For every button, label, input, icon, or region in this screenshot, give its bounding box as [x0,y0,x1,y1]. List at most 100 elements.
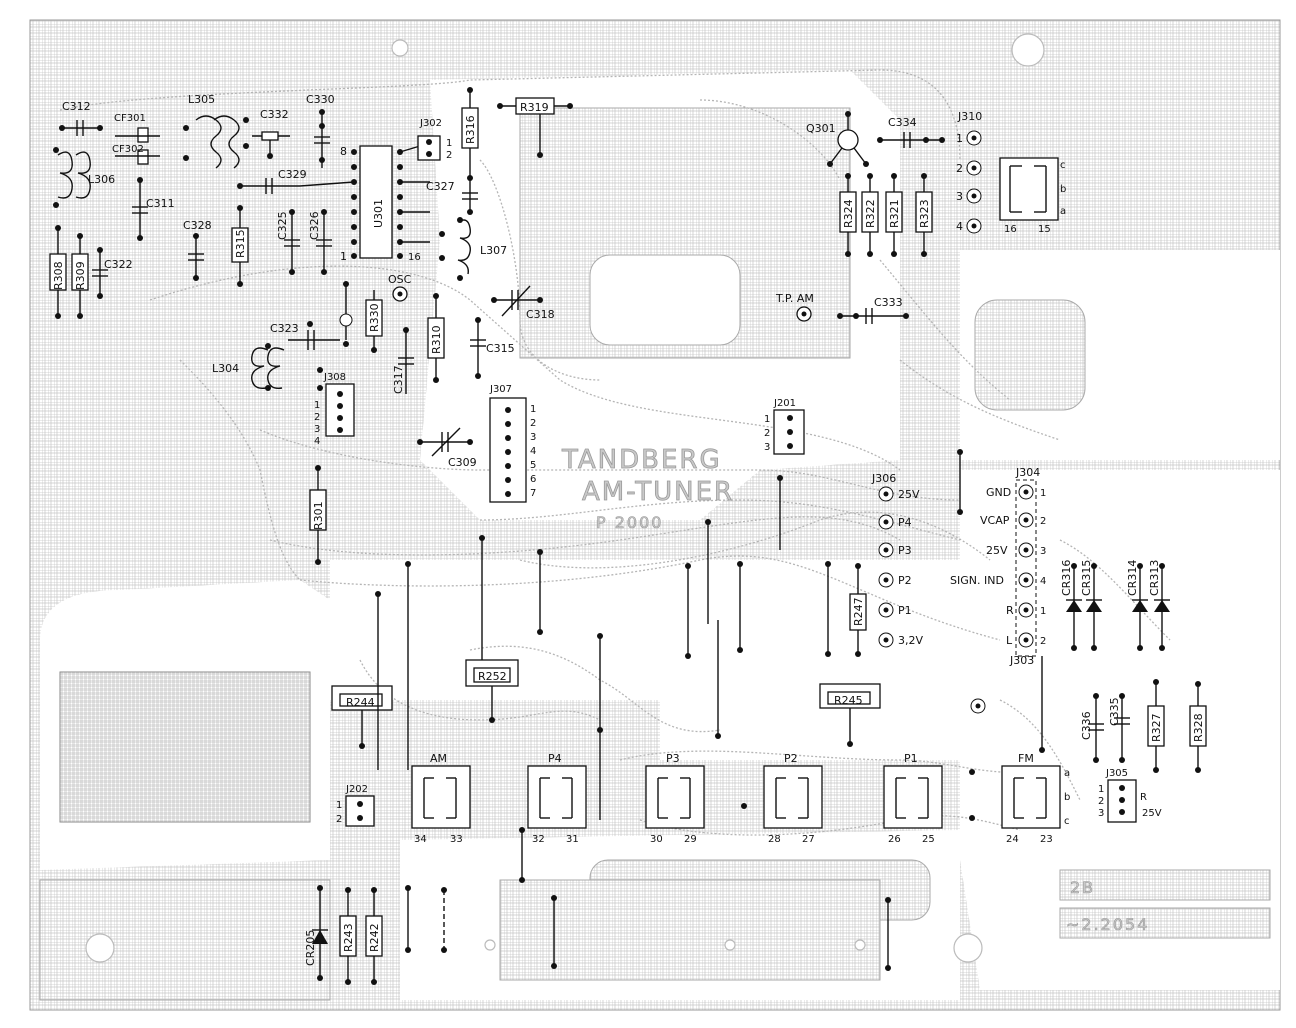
label-c332: C332 [260,108,289,121]
j306-pad-p2: P2 [878,572,912,588]
svg-text:a: a [1064,768,1070,779]
label-cr314: CR314 [1126,560,1139,596]
capacitor-c309: C309 [417,427,477,469]
svg-text:VCAP: VCAP [980,514,1010,527]
svg-text:3: 3 [956,190,963,203]
svg-text:7: 7 [530,488,536,499]
svg-text:1: 1 [1098,784,1104,795]
switch-p2: P2 28 27 [763,752,823,845]
svg-text:P1: P1 [898,604,912,617]
label-osc: OSC [388,273,412,286]
svg-text:31: 31 [566,834,579,845]
label-r323: R323 [918,199,931,228]
label-cr205: CR205 [304,930,317,966]
diode-cr315: CR315 [1080,560,1102,651]
svg-text:SIGN. IND: SIGN. IND [950,574,1004,587]
svg-text:R: R [1006,604,1014,617]
pad-right-single [970,698,986,714]
testpoint-tp-am: T.P. AM [775,292,814,322]
capacitor-c326: C326 [308,209,332,275]
label-r319: R319 [520,101,549,114]
resistor-r243: R243 [339,887,357,985]
label-c312: C312 [62,100,91,113]
title-line3: P 2000 [596,513,663,532]
svg-text:32: 32 [532,834,545,845]
jack-j307: J307 1 2 3 4 5 6 7 [489,384,536,503]
label-r309: R309 [74,261,87,290]
svg-text:2: 2 [1040,516,1046,527]
svg-text:3,2V: 3,2V [898,634,923,647]
switch-p4: P4 32 31 [527,752,587,845]
jack-j305: J305 1 2 3 R 25V [1098,768,1162,823]
label-cr313: CR313 [1148,560,1161,596]
label-c311: C311 [146,197,175,210]
label-r247: R247 [852,597,865,626]
hole-top-right [1011,33,1045,67]
svg-text:L: L [1006,634,1013,647]
label-j302: J302 [419,118,442,129]
label-r316: R316 [464,115,477,144]
capacitor-c329: C329 [237,168,307,194]
capacitor-c335: C335 [1108,693,1130,763]
title-line1: TANDBERG [561,445,722,475]
resistor-r301: R301 [309,465,327,565]
resistor-r308: R308 [49,225,67,319]
capacitor-c323: C323 [270,321,349,350]
svg-text:R: R [1140,792,1147,803]
label-c333: C333 [874,296,903,309]
svg-text:2: 2 [314,412,320,423]
svg-text:2: 2 [764,428,770,439]
svg-text:3: 3 [530,432,536,443]
label-j306: J306 [871,472,896,485]
label-j307: J307 [489,384,512,395]
inductor-l305: L305 [183,93,249,169]
label-c309: C309 [448,456,477,469]
svg-text:2: 2 [530,418,536,429]
svg-text:25V: 25V [898,488,920,501]
ic-pin-8: 8 [340,145,347,158]
svg-text:1: 1 [336,800,342,811]
resistor-r244: R244 [331,685,393,749]
jumper-wires [375,449,975,971]
label-j304: J304 [1015,466,1040,479]
label-j310: J310 [957,110,982,123]
label-r310: R310 [430,325,443,354]
title-line2: AM-TUNER [582,477,734,507]
j306-pad-25v: 25V [878,486,920,502]
label-switch-p2: P2 [784,752,798,765]
label-tp-am: T.P. AM [775,292,814,305]
label-c334: C334 [888,116,917,129]
svg-text:2: 2 [1098,796,1104,807]
resistor-r328: R328 [1189,681,1207,773]
svg-text:2: 2 [446,150,452,161]
resistor-r242: R242 [365,887,383,985]
svg-text:28: 28 [768,834,781,845]
svg-text:16: 16 [1004,224,1017,235]
capacitor-c318: C318 [491,285,555,321]
label-c330: C330 [306,93,335,106]
board-title: TANDBERG AM-TUNER P 2000 2B ~2.2054 [561,445,1148,935]
svg-text:1: 1 [1040,606,1046,617]
svg-text:23: 23 [1040,834,1053,845]
label-r330: R330 [368,303,381,332]
svg-text:GND: GND [986,486,1011,499]
label-switch-am: AM [430,752,447,765]
diode-cr316: CR316 [1060,560,1082,651]
capacitor-c312: C312 [59,100,103,136]
svg-text:34: 34 [414,834,427,845]
capacitor-c327: C327 [426,180,478,215]
hole-bottom-right [953,933,983,963]
label-r243: R243 [342,923,355,952]
label-r327: R327 [1150,713,1163,742]
resistor-r327: R327 [1147,679,1165,773]
connector-j306: J306 25V P4 P3 P2 P1 3,2V [871,472,923,648]
resistor-r316: R316 [461,87,479,181]
svg-text:1: 1 [314,400,320,411]
svg-text:1: 1 [764,414,770,425]
svg-text:3: 3 [314,424,320,435]
diode-cr314: CR314 [1126,560,1148,651]
label-c317: C317 [392,365,405,394]
label-c336: C336 [1080,711,1093,740]
